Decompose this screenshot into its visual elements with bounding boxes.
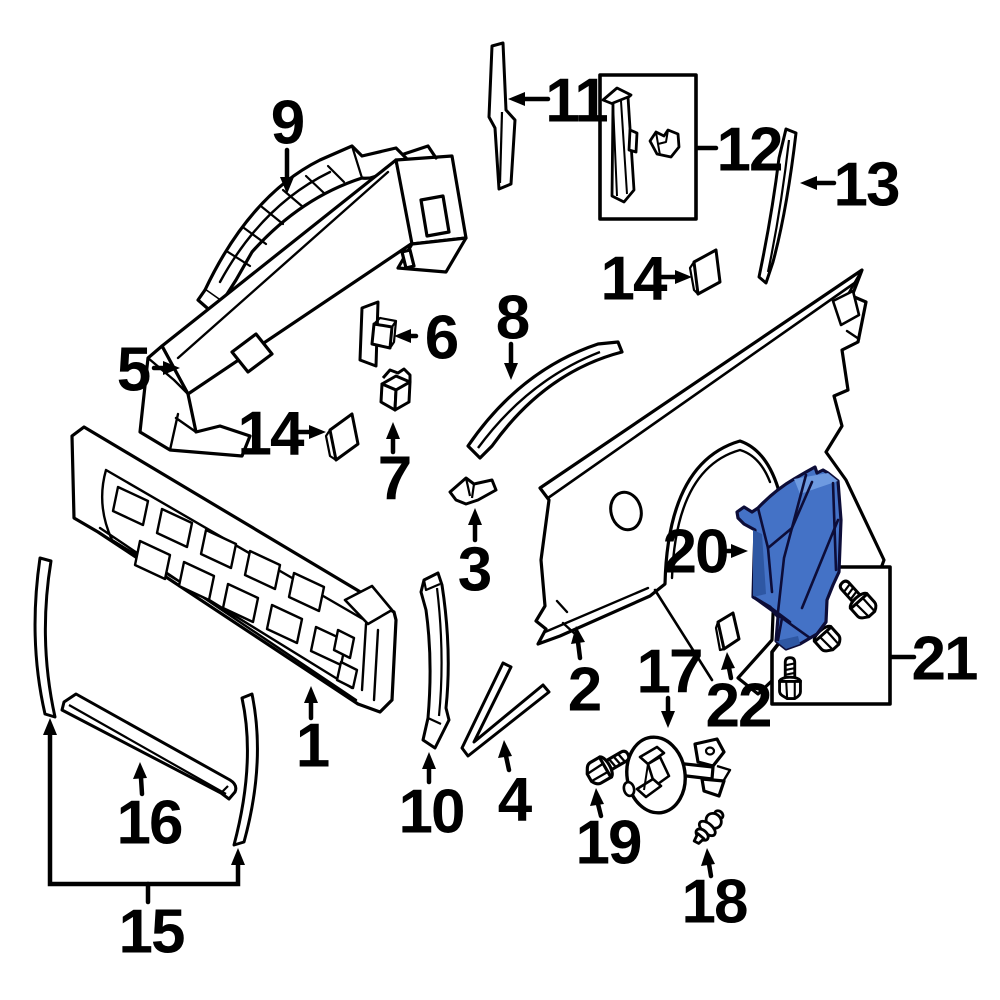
callout-22: 22 xyxy=(706,652,772,741)
part-10-corner-strip xyxy=(421,573,449,748)
callout-label-20: 20 xyxy=(663,518,728,587)
part-15-rear-molding-strip xyxy=(234,694,257,845)
callout-21: 21 xyxy=(888,625,979,694)
callouts: 9 11 12 13 14 5 xyxy=(43,67,979,967)
callout-10: 10 xyxy=(399,752,465,847)
part-5-front-inner-panel xyxy=(140,146,466,456)
callout-label-1: 1 xyxy=(296,712,329,781)
callout-label-22: 22 xyxy=(706,672,771,741)
part-8-wheel-arch-molding xyxy=(468,342,622,458)
callout-label-16: 16 xyxy=(117,789,182,858)
callout-label-21: 21 xyxy=(912,625,977,694)
part-3-bracket xyxy=(450,478,496,504)
callout-label-17: 17 xyxy=(637,638,702,707)
part-1-inner-box-side-panel xyxy=(72,427,396,712)
callout-label-5: 5 xyxy=(117,336,150,405)
callout-label-8: 8 xyxy=(496,284,529,353)
callout-13: 13 xyxy=(800,151,901,220)
callout-3: 3 xyxy=(458,508,493,605)
callout-2: 2 xyxy=(568,626,602,725)
callout-label-19: 19 xyxy=(576,809,641,878)
callout-5: 5 xyxy=(117,336,180,405)
callout-label-15: 15 xyxy=(119,898,184,967)
part-9-front-rail xyxy=(198,146,408,314)
vent-holes xyxy=(113,487,357,688)
callout-label-7: 7 xyxy=(378,445,410,514)
callout-label-6: 6 xyxy=(425,304,458,373)
callout-6: 6 xyxy=(394,304,460,373)
callout-9: 9 xyxy=(271,89,306,194)
callout-17: 17 xyxy=(637,638,703,728)
callout-label-10: 10 xyxy=(399,778,464,847)
part-12-boxed-bracket-kit xyxy=(598,73,698,221)
part-7-clip xyxy=(381,369,410,410)
callout-label-4: 4 xyxy=(498,766,533,835)
part-22-clip xyxy=(716,613,739,650)
callout-label-14-left: 14 xyxy=(238,400,305,469)
callout-label-12: 12 xyxy=(717,116,782,185)
fuel-filler-hole xyxy=(607,489,646,533)
callout-12: 12 xyxy=(694,116,783,185)
part-6-bracket xyxy=(360,302,396,366)
part-17-fuel-filler-door xyxy=(622,733,730,816)
callout-16: 16 xyxy=(117,762,184,858)
part-18-push-pin xyxy=(688,806,728,848)
part-11-pillar-strip xyxy=(489,43,515,189)
callout-label-11: 11 xyxy=(545,67,607,136)
part-15-front-molding-strip xyxy=(35,558,55,717)
callout-14-left: 14 xyxy=(238,400,326,469)
callout-11: 11 xyxy=(508,67,609,136)
callout-label-14-top: 14 xyxy=(601,245,668,314)
callout-label-3: 3 xyxy=(458,536,491,605)
part-14-clip-left xyxy=(326,414,358,460)
callout-20: 20 xyxy=(663,518,748,587)
callout-label-13: 13 xyxy=(834,151,899,220)
callout-18: 18 xyxy=(682,848,749,937)
callout-14-top: 14 xyxy=(601,245,692,314)
part-4-v-seal-strip xyxy=(462,663,549,756)
callout-19: 19 xyxy=(576,788,643,878)
part-20-highlighted-splash-shield xyxy=(737,467,841,649)
callout-8: 8 xyxy=(496,284,531,380)
callout-4: 4 xyxy=(498,740,535,835)
part-16-lower-molding xyxy=(62,694,236,799)
callout-label-18: 18 xyxy=(682,868,747,937)
callout-15: 15 xyxy=(43,718,245,967)
callout-label-2: 2 xyxy=(568,656,600,725)
callout-7: 7 xyxy=(378,422,412,514)
callout-1: 1 xyxy=(296,686,331,781)
part-14-clip-top xyxy=(690,250,720,294)
part-13-rear-strip xyxy=(759,129,796,283)
callout-label-9: 9 xyxy=(271,89,304,158)
